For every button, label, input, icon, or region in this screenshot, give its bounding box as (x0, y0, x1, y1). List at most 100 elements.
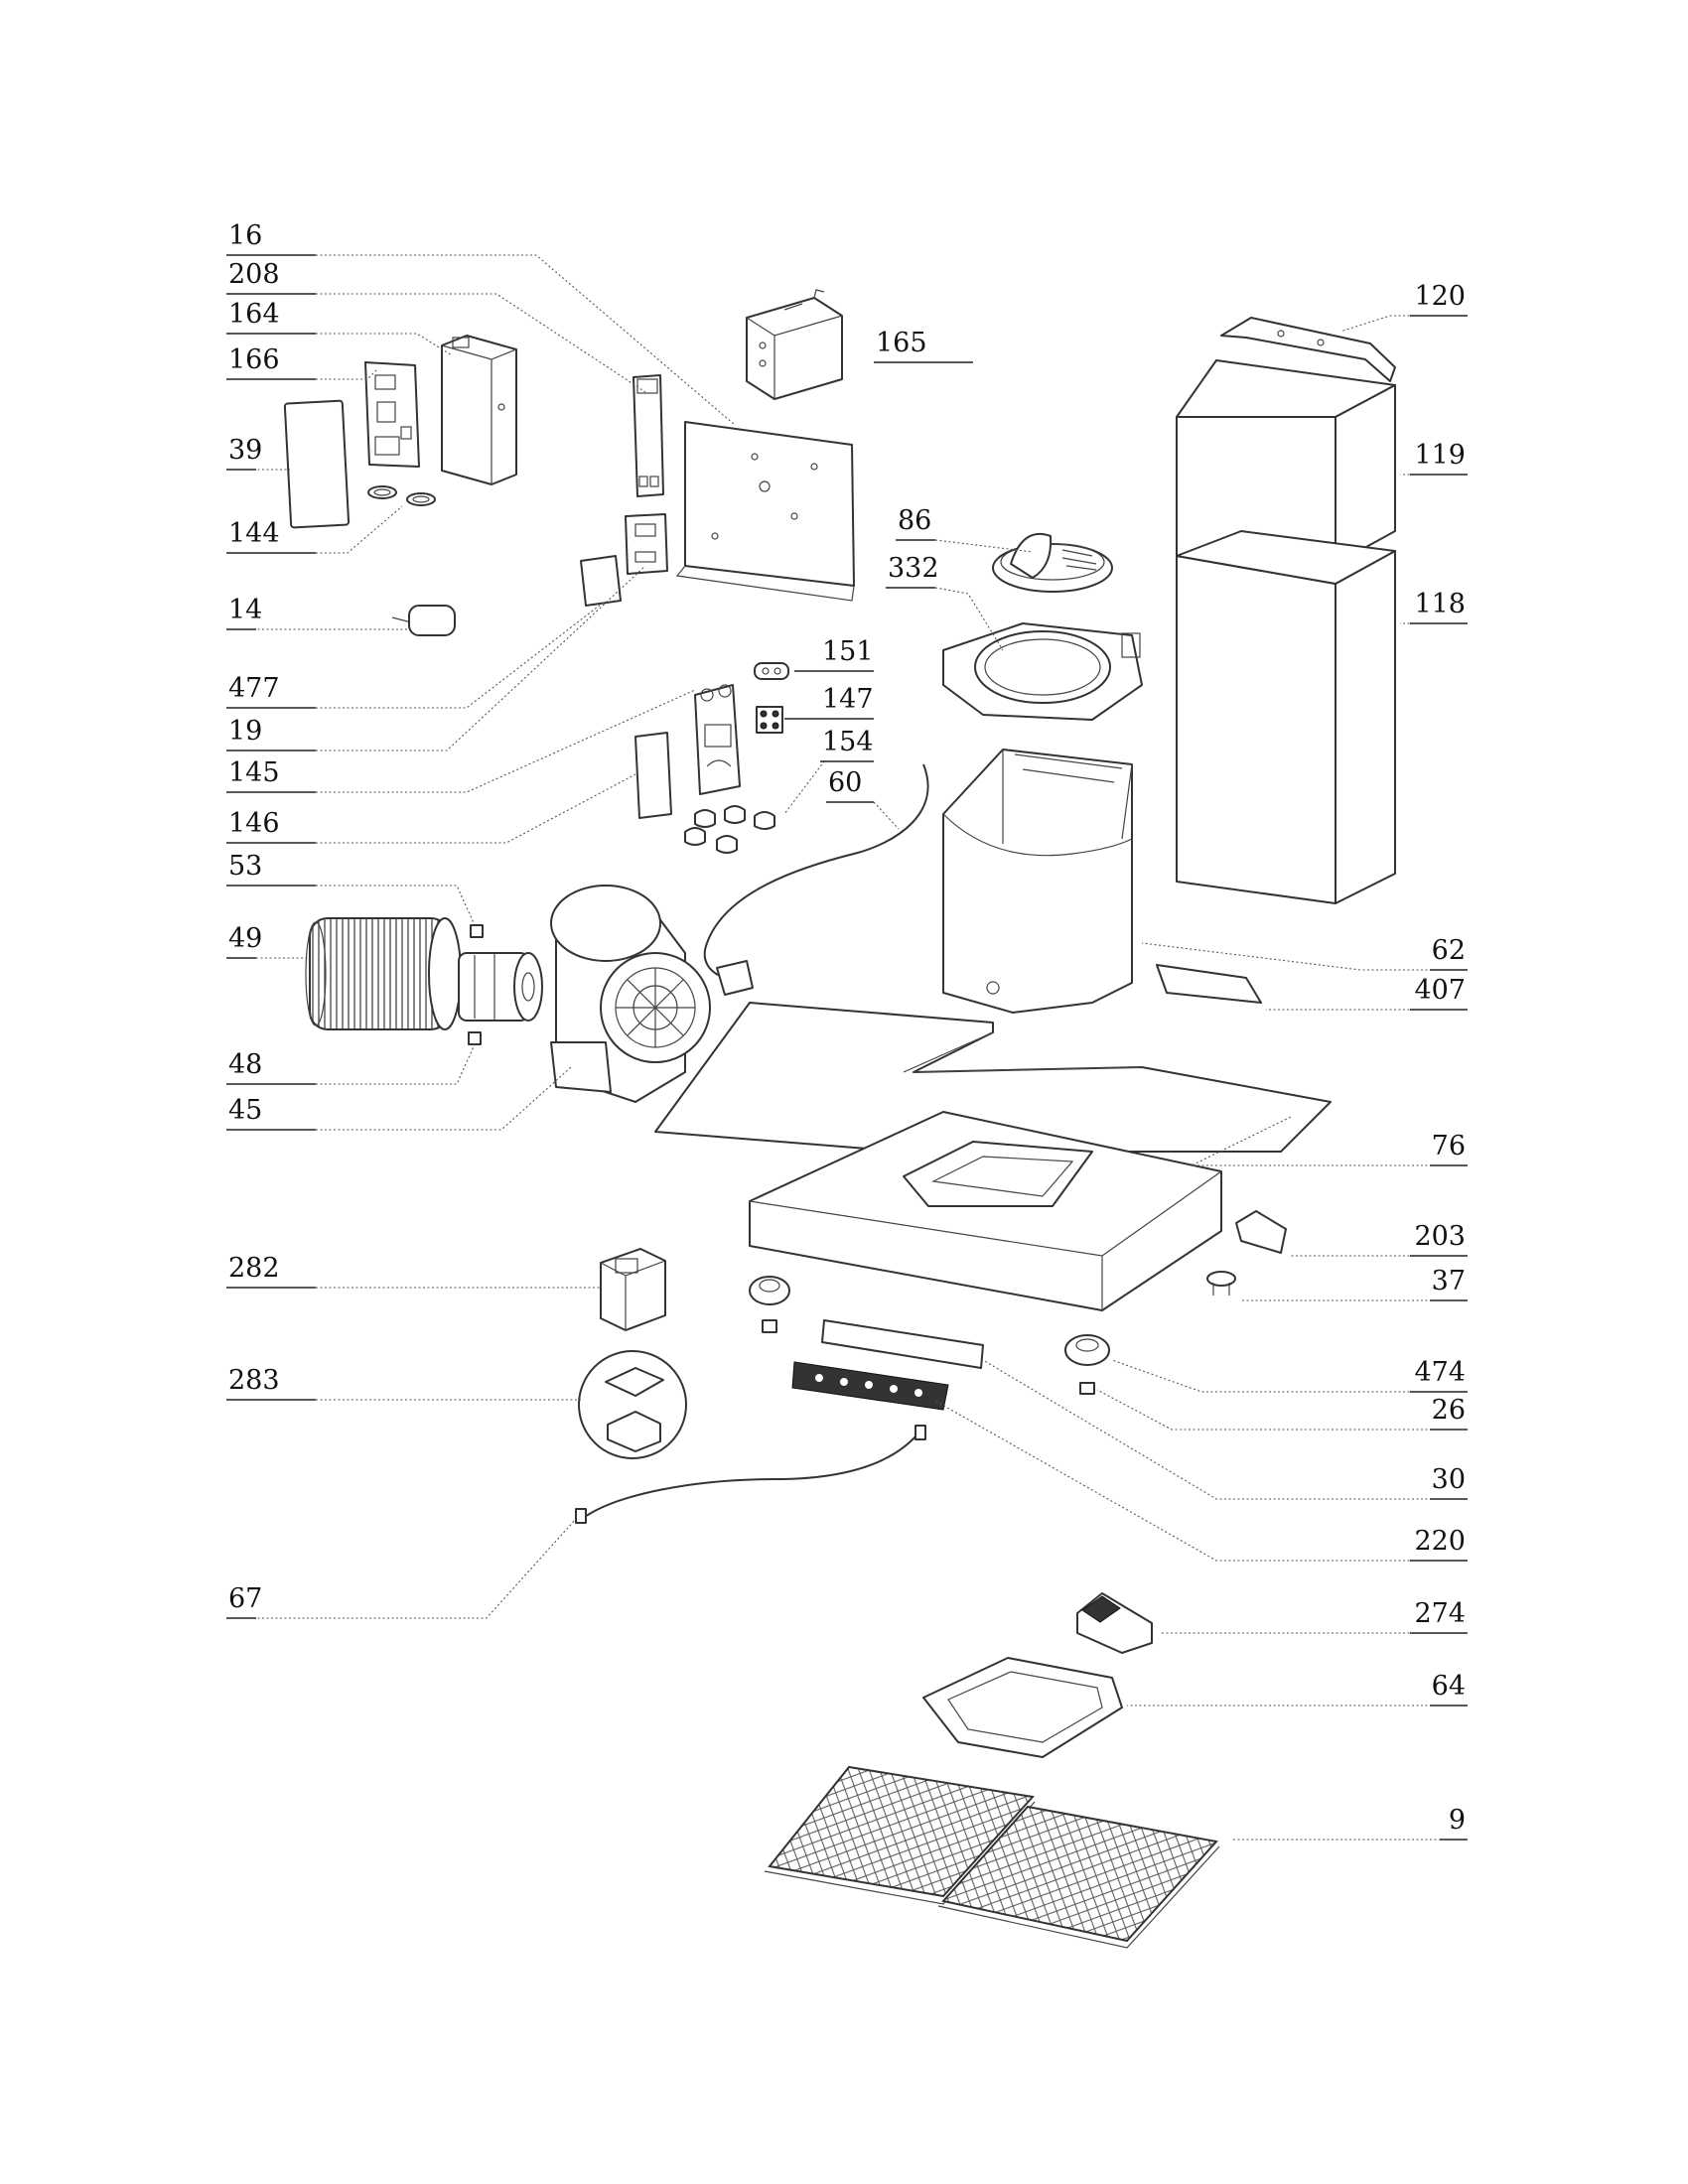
label-144: 144 (226, 518, 316, 554)
label-76: 76 (1430, 1131, 1468, 1166)
part-282-transformer (600, 1248, 666, 1331)
label-146-text: 146 (228, 808, 280, 839)
label-64: 64 (1430, 1671, 1468, 1706)
label-145-text: 145 (228, 757, 280, 788)
part-48-nut (468, 1031, 482, 1045)
part-60-power-cable (703, 763, 929, 996)
label-30: 30 (1430, 1464, 1468, 1500)
label-165-text: 165 (876, 328, 927, 358)
part-146-box (634, 732, 672, 819)
label-19-text: 19 (228, 716, 262, 747)
label-37: 37 (1430, 1266, 1468, 1301)
label-166: 166 (226, 344, 316, 380)
label-151-text: 151 (822, 636, 874, 667)
part-19-clip (625, 513, 668, 575)
part-165-bracket (746, 289, 843, 400)
label-16-text: 16 (228, 220, 262, 251)
label-119: 119 (1410, 440, 1468, 476)
label-147-text: 147 (822, 684, 874, 715)
label-49-text: 49 (228, 923, 262, 954)
label-26-text: 26 (1432, 1395, 1466, 1426)
label-203-text: 203 (1414, 1221, 1466, 1252)
label-118: 118 (1410, 589, 1468, 624)
part-39-cover (283, 399, 351, 529)
label-45-text: 45 (228, 1095, 262, 1126)
label-220-text: 220 (1414, 1526, 1466, 1557)
part-45-blower-housing (550, 885, 711, 1103)
part-120-bracket (1220, 317, 1396, 382)
label-9-text: 9 (1449, 1805, 1466, 1836)
leader-lines (226, 254, 1468, 1841)
label-146: 146 (226, 808, 316, 844)
label-407: 407 (1410, 975, 1468, 1011)
label-283: 283 (226, 1365, 316, 1401)
part-49-fan-wheel (305, 917, 462, 1030)
part-474-lamp (1064, 1334, 1110, 1395)
label-19: 19 (226, 716, 316, 751)
part-62-frame (942, 749, 1133, 1014)
label-67-text: 67 (228, 1583, 262, 1614)
part-151-connector (754, 662, 789, 680)
part-332-collar (942, 622, 1143, 721)
part-64-frame (922, 1657, 1123, 1758)
part-477-cover (580, 555, 622, 607)
part-147-terminal (756, 706, 783, 734)
label-407-text: 407 (1414, 975, 1466, 1006)
part-16-plate (675, 421, 855, 602)
part-274-clip (1076, 1592, 1153, 1654)
label-283-text: 283 (228, 1365, 280, 1396)
label-48-text: 48 (228, 1049, 262, 1080)
label-120-text: 120 (1414, 281, 1466, 312)
label-64-text: 64 (1432, 1671, 1466, 1702)
part-67-ribbon-cable (575, 1425, 926, 1524)
label-49: 49 (226, 923, 262, 959)
label-39: 39 (226, 435, 262, 471)
part-14-capacitor (391, 605, 456, 636)
label-477-text: 477 (228, 673, 280, 704)
label-48: 48 (226, 1049, 316, 1085)
label-62: 62 (1430, 935, 1468, 971)
part-9-filters (764, 1765, 1220, 1949)
part-145-module (694, 684, 741, 795)
part-283-switch (578, 1350, 687, 1459)
label-154-text: 154 (822, 727, 874, 757)
label-39-text: 39 (228, 435, 262, 466)
label-37-text: 37 (1432, 1266, 1466, 1297)
label-145: 145 (226, 757, 316, 793)
part-37-clip (1206, 1271, 1236, 1296)
part-203-bracket (1235, 1210, 1287, 1254)
part-166-pcb (364, 361, 420, 468)
label-60: 60 (826, 767, 874, 803)
label-86: 86 (896, 505, 935, 541)
label-60-text: 60 (828, 767, 862, 798)
label-282: 282 (226, 1253, 316, 1289)
label-147: 147 (784, 684, 874, 720)
part-48-motor (458, 952, 543, 1022)
parts-illustration (283, 289, 1396, 1949)
label-53-text: 53 (228, 851, 262, 882)
part-164-box (441, 335, 517, 485)
part-119-upper-chimney (1176, 359, 1396, 565)
label-118-text: 118 (1414, 589, 1466, 619)
label-203: 203 (1410, 1221, 1468, 1257)
part-53-nut (470, 924, 484, 938)
label-120: 120 (1410, 281, 1468, 317)
label-474-text: 474 (1414, 1357, 1466, 1388)
label-119-text: 119 (1414, 440, 1466, 471)
part-hood-body (749, 1111, 1222, 1311)
label-282-text: 282 (228, 1253, 280, 1284)
label-16: 16 (226, 220, 316, 256)
part-118-lower-chimney (1176, 530, 1396, 904)
part-labels: 1620816416639144144771914514653494845282… (226, 220, 1468, 1841)
part-144-grommets (367, 485, 436, 506)
label-274: 274 (1410, 1598, 1468, 1634)
label-76-text: 76 (1432, 1131, 1466, 1161)
label-332-text: 332 (888, 553, 939, 584)
part-208-terminal (633, 374, 664, 497)
label-9: 9 (1440, 1805, 1468, 1841)
label-53: 53 (226, 851, 316, 887)
label-165: 165 (874, 328, 973, 363)
label-30-text: 30 (1432, 1464, 1466, 1495)
part-154-clips (684, 805, 775, 854)
label-14-text: 14 (228, 595, 262, 625)
